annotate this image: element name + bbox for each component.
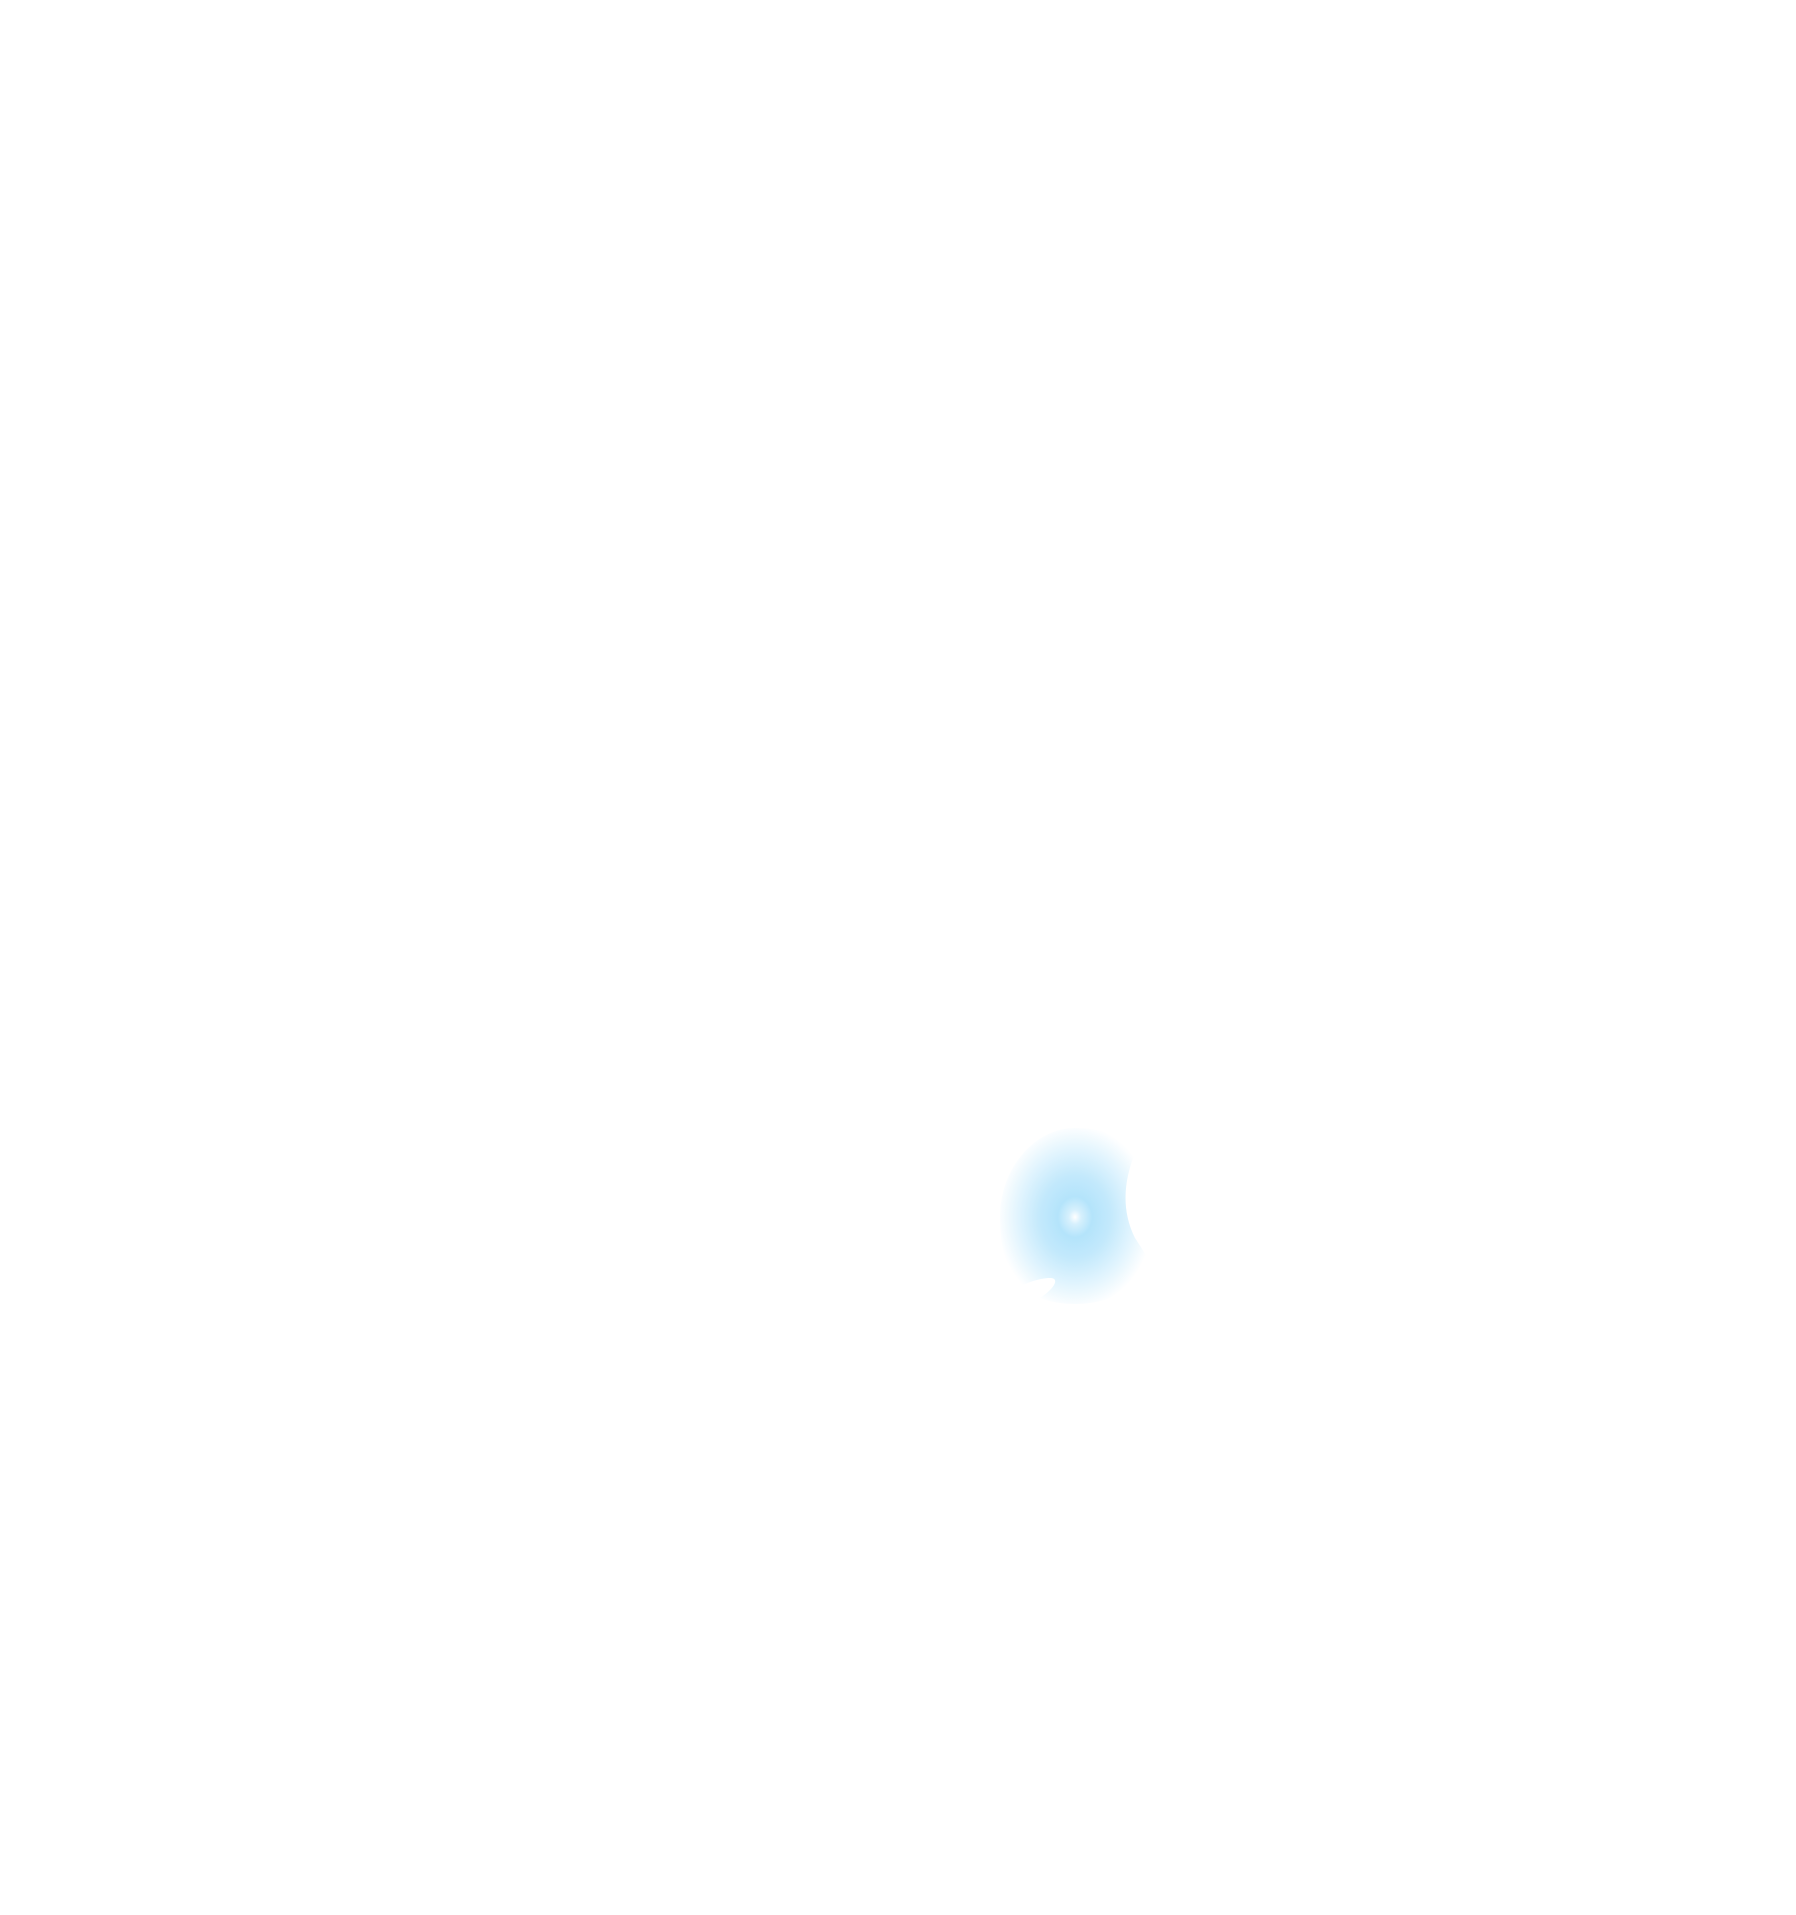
blue-glow-blob: [1000, 1128, 1150, 1306]
